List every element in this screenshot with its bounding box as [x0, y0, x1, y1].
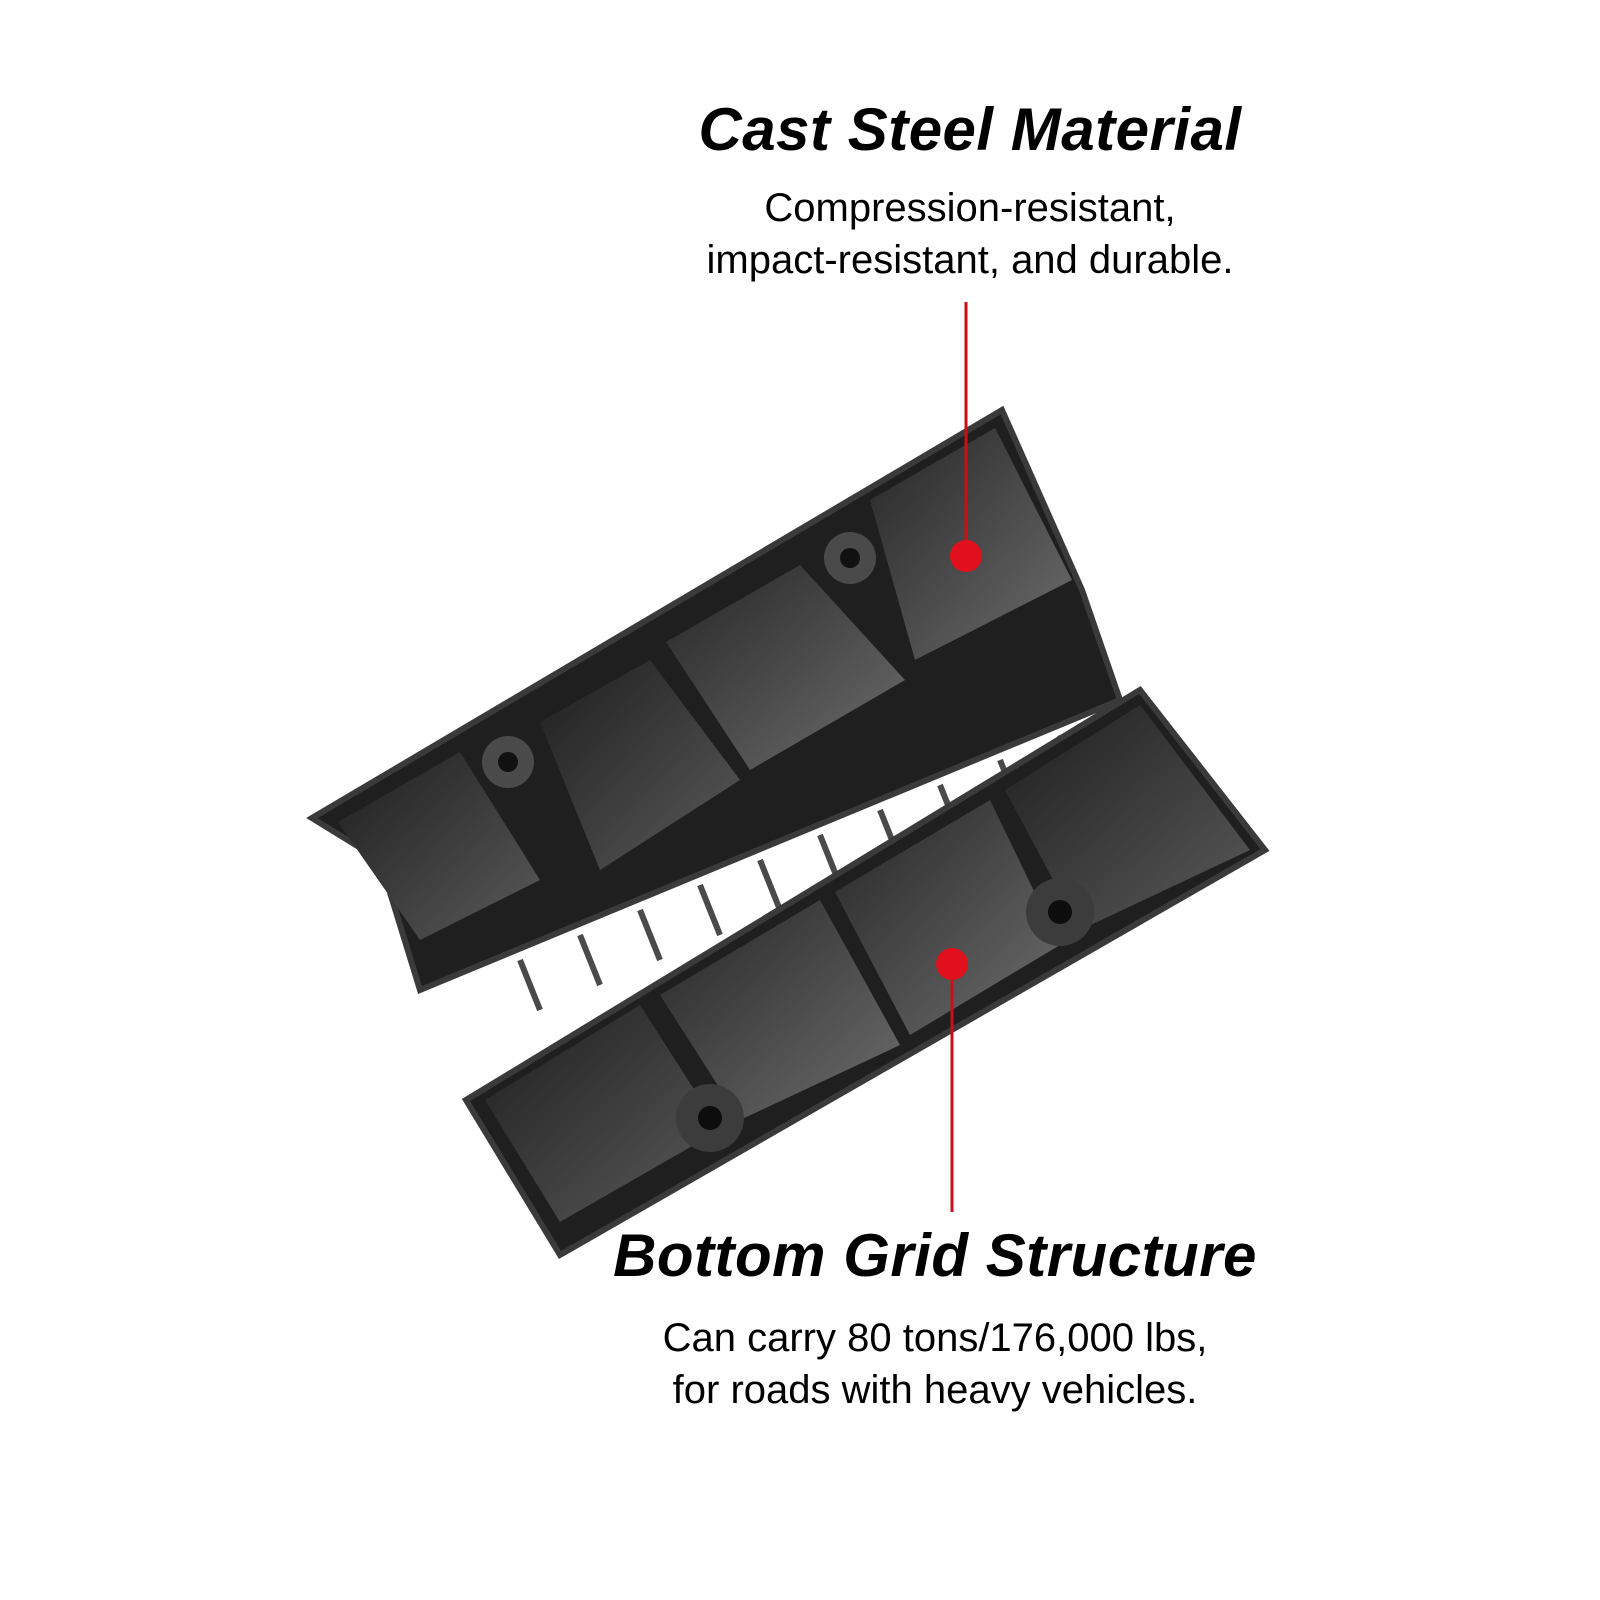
mount-hole-icon: [840, 548, 860, 568]
bottom-marker-dot: [936, 948, 968, 980]
upper-cell-3: [666, 565, 905, 770]
mount-hole-icon: [1048, 900, 1072, 924]
mount-hole-icon: [498, 752, 518, 772]
lower-cell-4: [1005, 705, 1250, 930]
upper-cell-2: [540, 660, 740, 870]
top-callout-title: Cast Steel Material: [698, 96, 1242, 163]
upper-cell-1: [338, 752, 540, 940]
top-marker-dot: [950, 540, 982, 572]
mount-hole-icon: [698, 1106, 722, 1130]
bottom-callout-line-2: for roads with heavy vehicles.: [672, 1368, 1198, 1412]
bottom-callout-title: Bottom Grid Structure: [613, 1222, 1257, 1289]
lower-cell-1: [485, 1005, 720, 1222]
top-callout-line-2: impact-resistant, and durable.: [706, 238, 1234, 282]
lower-cell-2: [660, 900, 900, 1120]
upper-block: [306, 405, 1124, 995]
bottom-callout-line-1: Can carry 80 tons/176,000 lbs,: [662, 1316, 1208, 1360]
lower-cell-3: [835, 800, 1060, 1035]
top-callout-line-1: Compression-resistant,: [764, 186, 1176, 230]
lower-block: [461, 686, 1270, 1260]
bottom-callout: Bottom Grid Structure Can carry 80 tons/…: [600, 1226, 1270, 1416]
top-callout: Cast Steel Material Compression-resistan…: [660, 100, 1280, 286]
